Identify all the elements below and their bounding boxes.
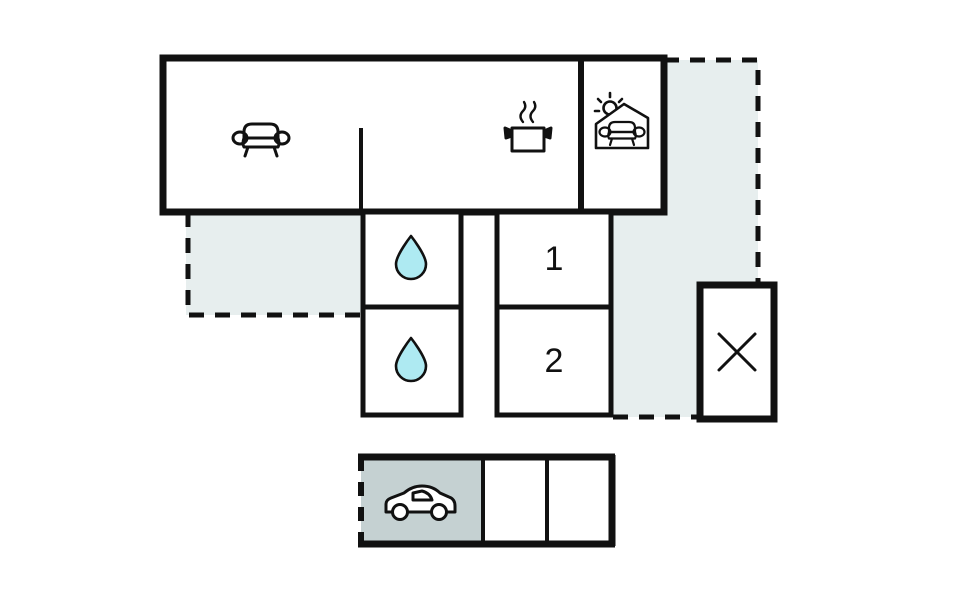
sofa-icon xyxy=(231,122,291,158)
water-drop-icon xyxy=(394,336,428,383)
sunroom-icon xyxy=(593,91,650,150)
terrace-right-fill xyxy=(613,60,758,417)
terrace-left-outline xyxy=(185,212,363,318)
terrace-right-outline xyxy=(664,57,761,285)
bedroom-block xyxy=(494,209,614,418)
bedroom-block-outline xyxy=(494,209,614,418)
storage-shed-block xyxy=(696,281,778,423)
bedroom-2-number: 2 xyxy=(545,342,564,380)
car-icon xyxy=(384,484,457,521)
house-upper-interior xyxy=(159,54,668,216)
house-upper-block xyxy=(159,54,668,216)
cooking-pot-icon xyxy=(503,100,553,153)
terrace-layer xyxy=(185,57,761,420)
terrace-left-fill xyxy=(186,212,363,315)
cross-icon xyxy=(717,332,757,372)
water-drop-icon xyxy=(394,234,428,281)
bedroom-1-number: 1 xyxy=(545,240,564,278)
